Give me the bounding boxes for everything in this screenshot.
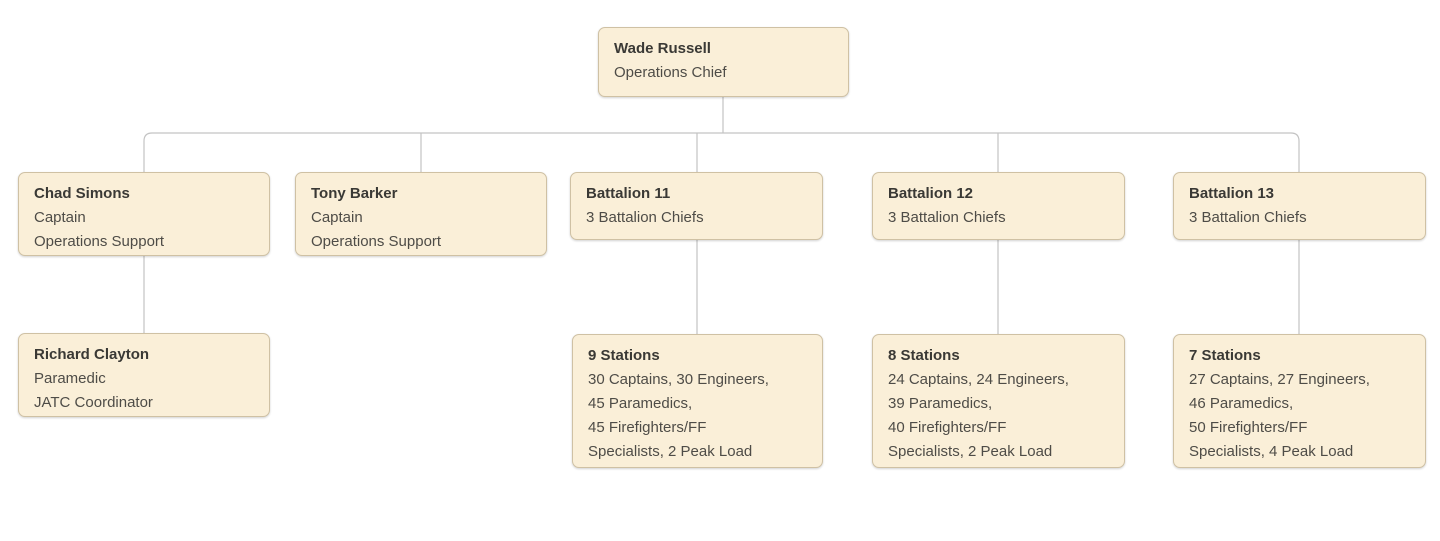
node-staffing-line: Specialists, 2 Peak Load	[588, 443, 753, 460]
node-title: 7 Stations	[1189, 347, 1261, 364]
node-title: Battalion 13	[1189, 185, 1275, 202]
node-title: 9 Stations	[588, 347, 660, 364]
connector-level2-rail	[143, 132, 1300, 172]
node-staffing-line: Specialists, 4 Peak Load	[1189, 443, 1354, 460]
node-title: Richard Clayton	[34, 346, 150, 363]
node-staffing-line: 40 Firefighters/FF	[888, 419, 1007, 436]
node-staffing-line: 46 Paramedics,	[1189, 395, 1294, 412]
node-role: Paramedic	[34, 370, 106, 387]
node-unit: JATC Coordinator	[34, 394, 153, 411]
node-staffing-line: 27 Captains, 27 Engineers,	[1189, 371, 1370, 388]
node-title: Wade Russell	[614, 40, 711, 57]
node-title: Chad Simons	[34, 185, 130, 202]
org-node-battalion-12-stations[interactable]: 8 Stations 24 Captains, 24 Engineers, 39…	[872, 334, 1125, 468]
node-staffing-line: 45 Firefighters/FF	[588, 419, 707, 436]
node-role: Operations Chief	[614, 64, 727, 81]
org-node-battalion-13-stations[interactable]: 7 Stations 27 Captains, 27 Engineers, 46…	[1173, 334, 1426, 468]
org-node-battalion-12[interactable]: Battalion 12 3 Battalion Chiefs	[872, 172, 1125, 240]
node-title: Battalion 11	[586, 185, 671, 202]
org-node-richard-clayton[interactable]: Richard Clayton Paramedic JATC Coordinat…	[18, 333, 270, 417]
node-unit: Operations Support	[311, 233, 442, 250]
org-node-tony-barker[interactable]: Tony Barker Captain Operations Support	[295, 172, 547, 256]
node-role: 3 Battalion Chiefs	[586, 209, 704, 226]
node-title: Tony Barker	[311, 185, 398, 202]
node-role: Captain	[311, 209, 363, 226]
node-title: Battalion 12	[888, 185, 974, 202]
org-node-chad-simons[interactable]: Chad Simons Captain Operations Support	[18, 172, 270, 256]
node-staffing-line: 39 Paramedics,	[888, 395, 993, 412]
org-node-battalion-13[interactable]: Battalion 13 3 Battalion Chiefs	[1173, 172, 1426, 240]
node-role: 3 Battalion Chiefs	[888, 209, 1006, 226]
node-staffing-line: 50 Firefighters/FF	[1189, 419, 1308, 436]
node-role: Captain	[34, 209, 86, 226]
node-role: 3 Battalion Chiefs	[1189, 209, 1307, 226]
node-unit: Operations Support	[34, 233, 165, 250]
org-node-battalion-11-stations[interactable]: 9 Stations 30 Captains, 30 Engineers, 45…	[572, 334, 823, 468]
node-title: 8 Stations	[888, 347, 960, 364]
org-node-battalion-11[interactable]: Battalion 11 3 Battalion Chiefs	[570, 172, 823, 240]
node-staffing-line: 45 Paramedics,	[588, 395, 693, 412]
org-node-wade-russell[interactable]: Wade Russell Operations Chief	[598, 27, 849, 97]
node-staffing-line: 24 Captains, 24 Engineers,	[888, 371, 1069, 388]
node-staffing-line: 30 Captains, 30 Engineers,	[588, 371, 769, 388]
node-staffing-line: Specialists, 2 Peak Load	[888, 443, 1053, 460]
